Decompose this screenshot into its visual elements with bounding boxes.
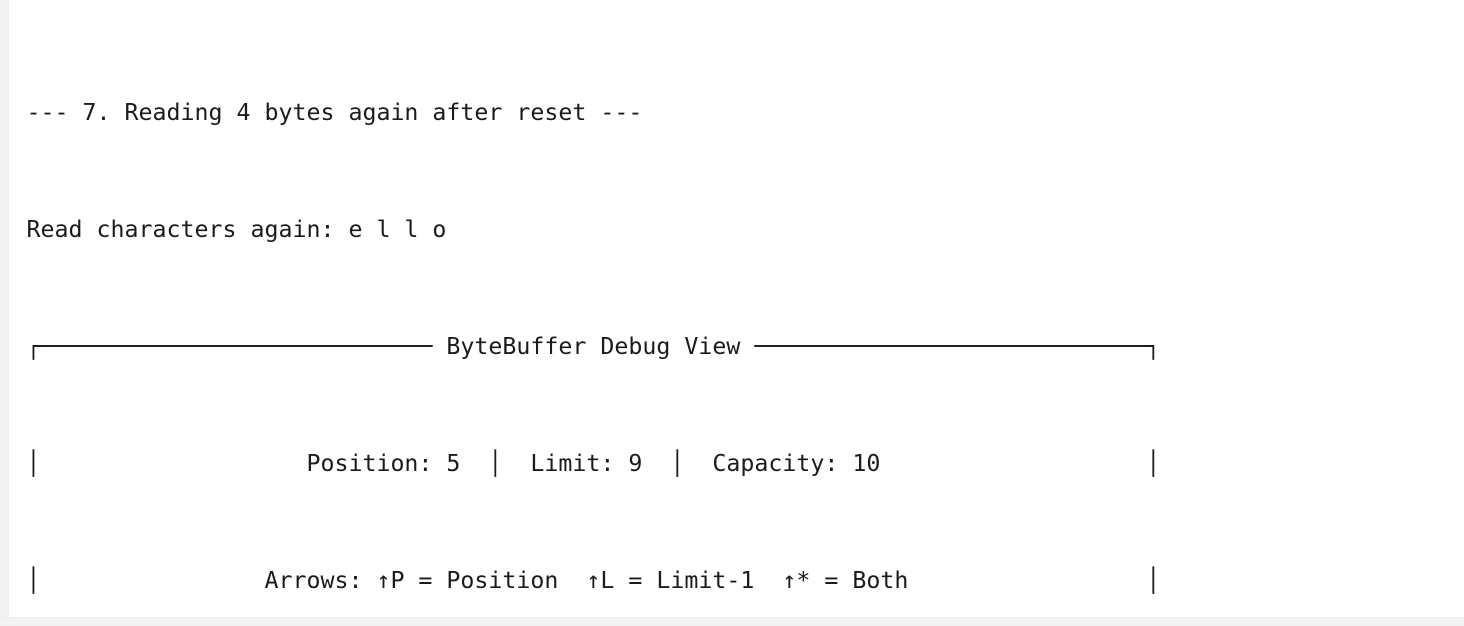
debug-view-top-border: ┌──────────────────────────── ByteBuffer… — [26, 333, 1161, 360]
section-header-line: --- 7. Reading 4 bytes again after reset… — [26, 99, 643, 126]
panel-left-gutter — [0, 0, 9, 626]
terminal-output: --- 7. Reading 4 bytes again after reset… — [9, 0, 1161, 626]
debug-view-arrows-legend: │ Arrows: ↑P = Position ↑L = Limit-1 ↑* … — [26, 567, 1161, 594]
read-result-line: Read characters again: e l l o — [26, 216, 447, 243]
panel-bottom-gutter — [0, 617, 1464, 626]
debug-view-status-line: │ Position: 5 │ Limit: 9 │ Capacity: 10 … — [26, 450, 1161, 477]
